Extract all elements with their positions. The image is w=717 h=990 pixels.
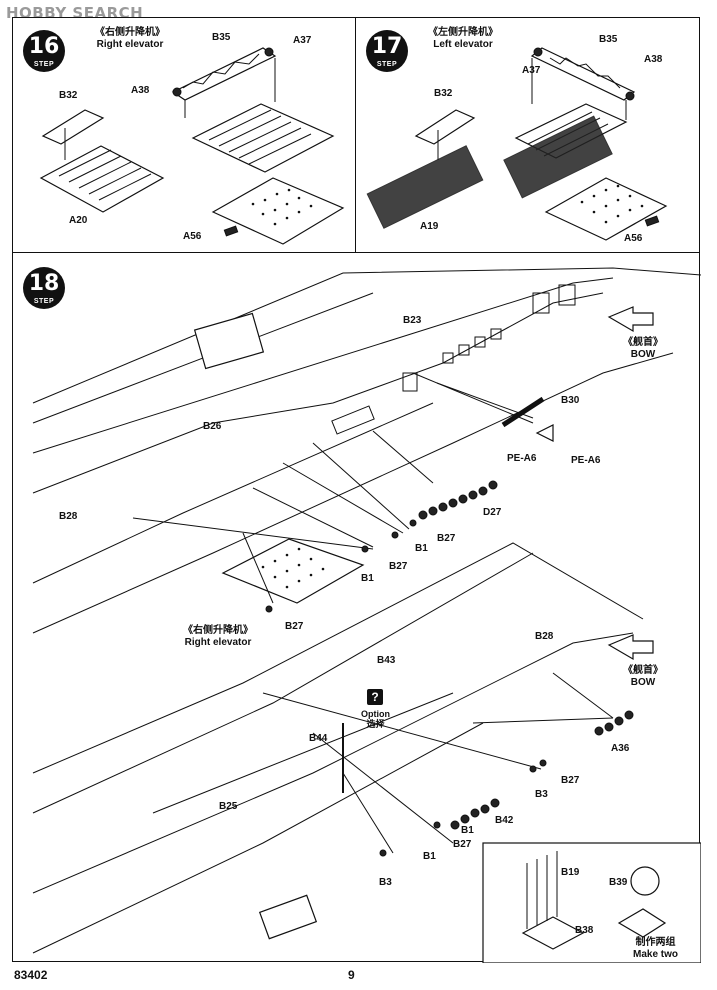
part-b27: B27: [437, 533, 456, 544]
elevator-caption: 《右侧升降机》 Right elevator: [183, 625, 253, 649]
part-b35: B35: [599, 34, 618, 45]
step-17-drawing: [366, 47, 668, 241]
step-16-panel: 16 STEP 《右侧升降机》 Right elevator B35 A37 A…: [12, 17, 356, 253]
part-b1: B1: [423, 851, 436, 862]
caption-en: Left elevator: [433, 39, 493, 50]
step-16-caption: 《右侧升降机》 Right elevator: [95, 27, 165, 51]
step-18-drawing: [32, 267, 701, 963]
bow-en: BOW: [630, 677, 656, 688]
make-cn: 制作两组: [635, 937, 676, 948]
part-d27: D27: [483, 507, 502, 518]
step-18-badge: 18 STEP: [23, 267, 65, 309]
part-a56: A56: [183, 231, 202, 242]
part-a38: A38: [644, 54, 663, 65]
bow-label-top: 《舰首》 BOW: [623, 337, 663, 361]
part-b25: B25: [219, 801, 238, 812]
part-a37: A37: [522, 65, 541, 76]
part-b27: B27: [285, 621, 304, 632]
make-en: Make two: [633, 949, 679, 960]
part-b28: B28: [59, 511, 78, 522]
bow-label-bottom: 《舰首》 BOW: [623, 665, 663, 689]
step-number: 16: [28, 34, 60, 59]
page-number: 9: [348, 968, 355, 982]
part-b27: B27: [453, 839, 472, 850]
elevator-cn: 《右侧升降机》: [183, 625, 253, 636]
step-label: STEP: [33, 61, 55, 68]
caption-en: Right elevator: [96, 39, 164, 50]
question-icon: ?: [367, 689, 383, 705]
make-two-caption: 制作两组 Make two: [633, 937, 678, 961]
part-b42: B42: [495, 815, 514, 826]
part-b1: B1: [415, 543, 428, 554]
part-b3: B3: [535, 789, 548, 800]
part-a38: A38: [131, 85, 150, 96]
caption-cn: 《左侧升降机》: [428, 27, 498, 38]
option-cn: 选择: [366, 719, 385, 729]
part-b39: B39: [609, 877, 628, 888]
part-pe-a6: PE-A6: [507, 453, 537, 464]
part-b30: B30: [561, 395, 580, 406]
step-18-panel: 18 STEP: [12, 252, 701, 963]
part-b44: B44: [309, 733, 328, 744]
step-16-badge: 16 STEP: [23, 30, 65, 72]
bow-cn: 《舰首》: [623, 665, 663, 676]
step-number: 17: [371, 34, 403, 59]
part-b1: B1: [461, 825, 474, 836]
part-a37: A37: [293, 35, 312, 46]
step-label: STEP: [33, 298, 55, 305]
option-label: Option 选择: [361, 709, 390, 729]
part-b23: B23: [403, 315, 422, 326]
part-pe-a6-detail: PE-A6: [571, 455, 601, 466]
part-b32: B32: [434, 88, 453, 99]
part-b38: B38: [575, 925, 594, 936]
elevator-en: Right elevator: [184, 637, 252, 648]
part-b26: B26: [203, 421, 222, 432]
part-a20: A20: [69, 215, 88, 226]
bow-en: BOW: [630, 349, 656, 360]
part-a19: A19: [420, 221, 439, 232]
product-code: 83402: [14, 968, 48, 982]
step-label: STEP: [376, 61, 398, 68]
bow-cn: 《舰首》: [623, 337, 663, 348]
step-17-badge: 17 STEP: [366, 30, 408, 72]
part-b43: B43: [377, 655, 396, 666]
part-b27: B27: [561, 775, 580, 786]
part-b27: B27: [389, 561, 408, 572]
caption-cn: 《右侧升降机》: [95, 27, 165, 38]
step-17-panel: 17 STEP 《左侧升降机》 Left elevator B35 A37 A3…: [355, 17, 700, 253]
part-a56: A56: [624, 233, 643, 244]
part-b32: B32: [59, 90, 78, 101]
part-b3: B3: [379, 877, 392, 888]
step-number: 18: [28, 271, 60, 296]
step-17-caption: 《左侧升降机》 Left elevator: [428, 27, 498, 51]
part-b19: B19: [561, 867, 580, 878]
part-b28: B28: [535, 631, 554, 642]
option-en: Option: [361, 709, 390, 719]
part-b1: B1: [361, 573, 374, 584]
part-a36: A36: [611, 743, 630, 754]
step-16-drawing: [39, 47, 345, 245]
part-b35: B35: [212, 32, 231, 43]
